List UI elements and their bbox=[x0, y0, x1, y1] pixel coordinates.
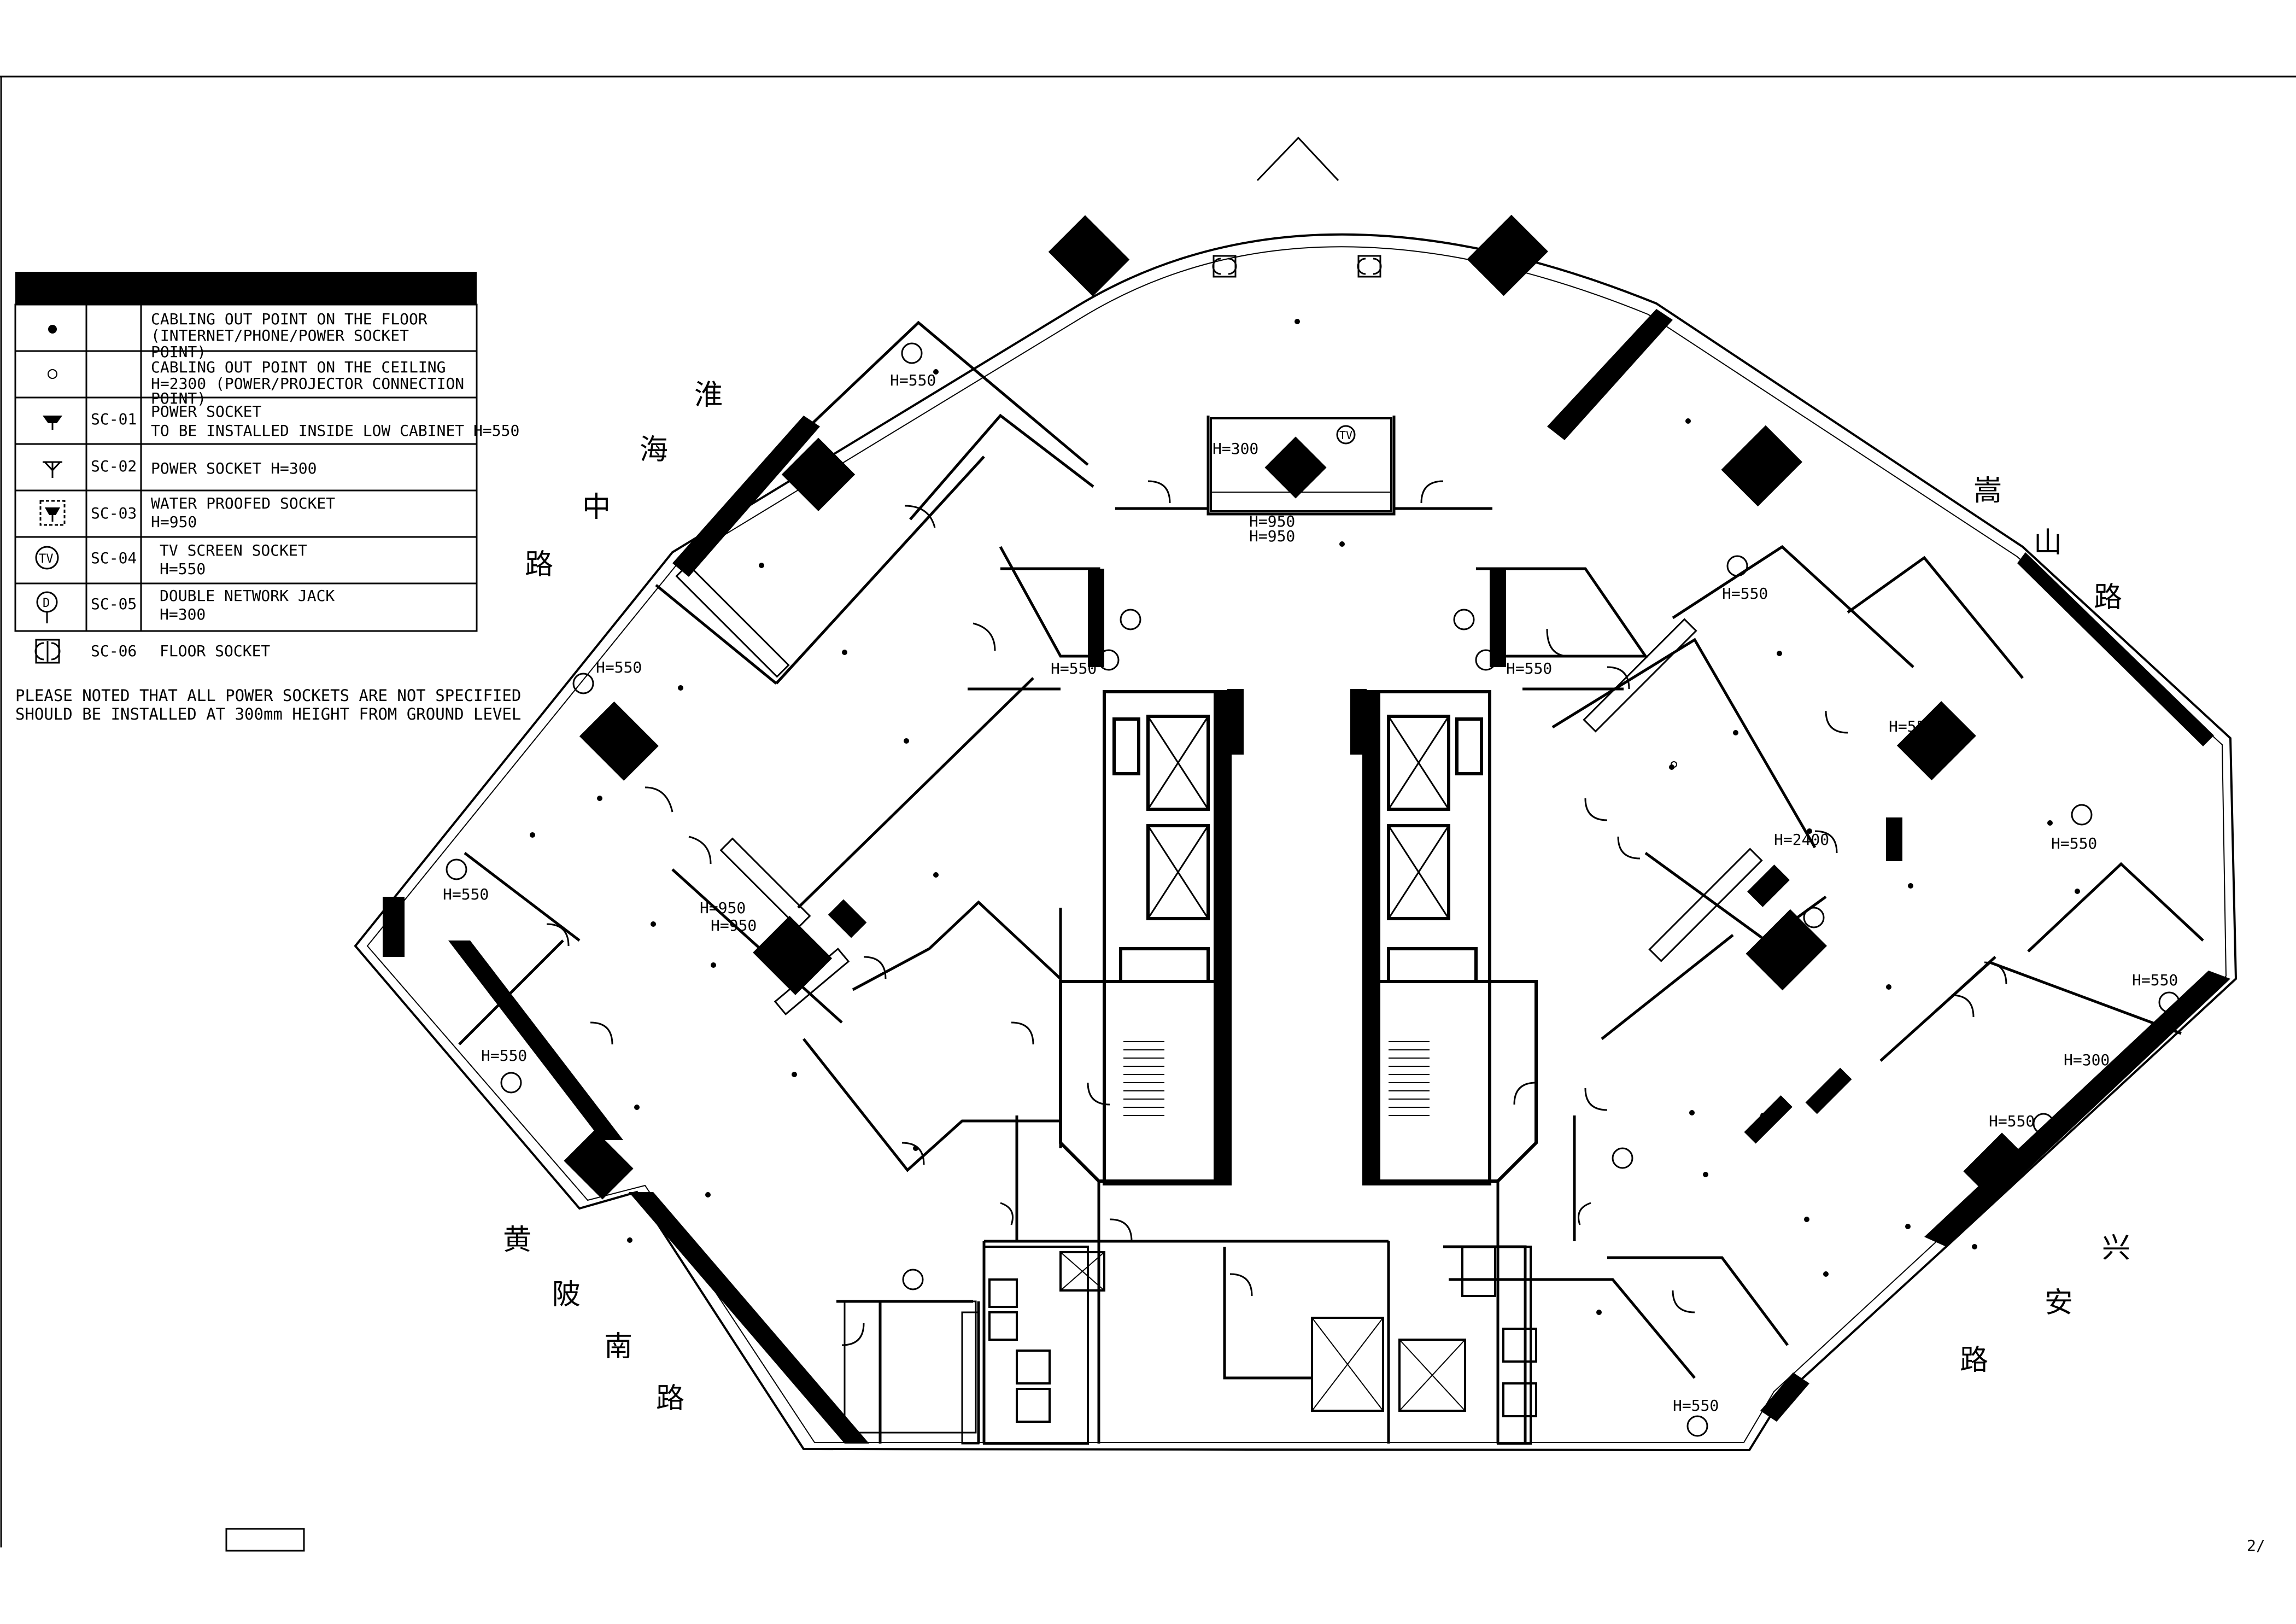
legend-desc: POINT) bbox=[151, 343, 206, 361]
legend-code: SC-06 bbox=[91, 642, 137, 660]
north-core-rooms bbox=[1210, 417, 1392, 512]
elevator-core-right bbox=[1362, 690, 1491, 1185]
height-label: H=300 bbox=[2064, 1051, 2110, 1069]
elevator-core-left bbox=[1103, 690, 1232, 1185]
height-label: H=2400 bbox=[1774, 831, 1829, 849]
height-label: H=550 bbox=[1051, 659, 1097, 677]
road-char: 安 bbox=[2045, 1287, 2073, 1319]
floor-socket-icon bbox=[34, 639, 61, 664]
svg-text:TV: TV bbox=[39, 552, 54, 566]
power-socket-icon bbox=[43, 461, 62, 478]
legend-desc: POWER SOCKET bbox=[151, 402, 261, 420]
legend-code: SC-02 bbox=[91, 457, 137, 475]
height-label: H=300 bbox=[1213, 440, 1258, 458]
legend-code: SC-01 bbox=[91, 410, 137, 428]
legend-table: TV D SC-01 SC-02 SC-03 SC-04 SC-05 SC-06… bbox=[14, 272, 519, 664]
height-label: H=550 bbox=[1506, 659, 1552, 677]
ceiling-point-open bbox=[1671, 761, 1677, 768]
network-jack-icon: D bbox=[36, 591, 58, 623]
legend-desc: H=2300 (POWER/PROJECTOR CONNECTION bbox=[151, 375, 464, 393]
road-huaihai: 淮 海 中 路 bbox=[525, 379, 723, 581]
legend-desc: TV SCREEN SOCKET bbox=[160, 541, 307, 559]
height-label: H=950 bbox=[1249, 512, 1295, 530]
road-char: 兴 bbox=[2102, 1232, 2130, 1265]
dot-open-icon bbox=[48, 369, 57, 379]
road-char: 南 bbox=[604, 1330, 632, 1363]
corner-mark: 2/ bbox=[2247, 1537, 2265, 1555]
road-char: 路 bbox=[656, 1382, 684, 1415]
height-label: H=950 bbox=[1249, 527, 1295, 545]
legend-desc: CABLING OUT POINT ON THE FLOOR bbox=[151, 310, 427, 328]
legend-desc: WATER PROOFED SOCKET bbox=[151, 494, 335, 512]
height-label: H=550 bbox=[2132, 971, 2178, 989]
legend-header bbox=[15, 272, 477, 305]
legend-code: SC-05 bbox=[91, 595, 137, 613]
pillars bbox=[828, 569, 1790, 938]
facade-walls bbox=[383, 214, 2230, 1444]
floor-socket-icon bbox=[1212, 255, 1382, 278]
tv-socket-icon: TV bbox=[1336, 425, 1356, 445]
legend-desc: TO BE INSTALLED INSIDE LOW CABINET H=550 bbox=[151, 422, 519, 440]
svg-text:D: D bbox=[43, 597, 50, 610]
washroom-blocks bbox=[844, 1246, 1537, 1445]
legend-desc: FLOOR SOCKET bbox=[160, 642, 270, 660]
height-label: H=550 bbox=[890, 371, 936, 389]
road-char: 黄 bbox=[503, 1224, 531, 1257]
road-char: 淮 bbox=[694, 379, 723, 412]
road-xingan: 兴 安 路 bbox=[1960, 1232, 2130, 1377]
road-char: 路 bbox=[2094, 581, 2122, 614]
svg-text:TV: TV bbox=[1339, 429, 1352, 442]
building-outline bbox=[354, 136, 2238, 1452]
road-char: 路 bbox=[1960, 1344, 1988, 1377]
road-huangpi: 黄 陂 南 路 bbox=[503, 1224, 684, 1415]
legend-desc: H=550 bbox=[160, 560, 206, 578]
legend-note: SHOULD BE INSTALLED AT 300mm HEIGHT FROM… bbox=[15, 705, 521, 723]
road-char: 山 bbox=[2034, 527, 2062, 559]
tv-socket-icon: TV bbox=[35, 546, 59, 570]
building-core bbox=[1059, 690, 1538, 1185]
height-labels: H=550 H=300 H=950 H=950 H=550 H=550 H=55… bbox=[443, 371, 2178, 1415]
height-label: H=550 bbox=[1673, 1397, 1719, 1415]
road-char: 路 bbox=[525, 548, 553, 581]
hatched-panels bbox=[675, 563, 1763, 1445]
legend-desc: H=950 bbox=[151, 513, 197, 531]
network-jack-icon bbox=[446, 342, 2180, 1437]
road-songshan: 嵩 山 路 bbox=[1973, 475, 2122, 614]
legend-desc: CABLING OUT POINT ON THE CEILING bbox=[151, 358, 446, 376]
legend-desc: POINT) bbox=[151, 389, 206, 407]
legend-desc: (INTERNET/PHONE/POWER SOCKET bbox=[151, 326, 409, 344]
height-label: H=550 bbox=[596, 658, 642, 676]
water-proofed-socket-icon bbox=[39, 500, 66, 526]
height-label: H=950 bbox=[711, 916, 757, 934]
height-label: H=550 bbox=[443, 885, 489, 903]
legend-desc: DOUBLE NETWORK JACK bbox=[160, 587, 335, 605]
legend-desc: H=300 bbox=[160, 605, 206, 623]
legend-code: SC-04 bbox=[91, 549, 137, 567]
legend-desc: POWER SOCKET H=300 bbox=[151, 459, 317, 477]
legend-code: SC-03 bbox=[91, 504, 137, 522]
road-char: 陂 bbox=[552, 1278, 581, 1311]
power-socket-cabinet-icon bbox=[43, 416, 62, 430]
legend-note: PLEASE NOTED THAT ALL POWER SOCKETS ARE … bbox=[15, 686, 521, 705]
dot-filled-icon bbox=[48, 325, 57, 334]
road-char: 中 bbox=[582, 491, 611, 524]
title-block-fragment bbox=[225, 1528, 305, 1552]
road-char: 海 bbox=[640, 434, 668, 466]
height-label: H=550 bbox=[2051, 834, 2097, 852]
height-label: H=550 bbox=[1889, 717, 1935, 735]
cabling-points bbox=[508, 319, 2080, 1315]
road-char: 嵩 bbox=[1973, 475, 2002, 507]
height-label: H=550 bbox=[1989, 1112, 2035, 1130]
height-label: H=950 bbox=[700, 899, 746, 917]
height-label: H=550 bbox=[1722, 585, 1768, 603]
height-label: H=550 bbox=[481, 1047, 527, 1065]
